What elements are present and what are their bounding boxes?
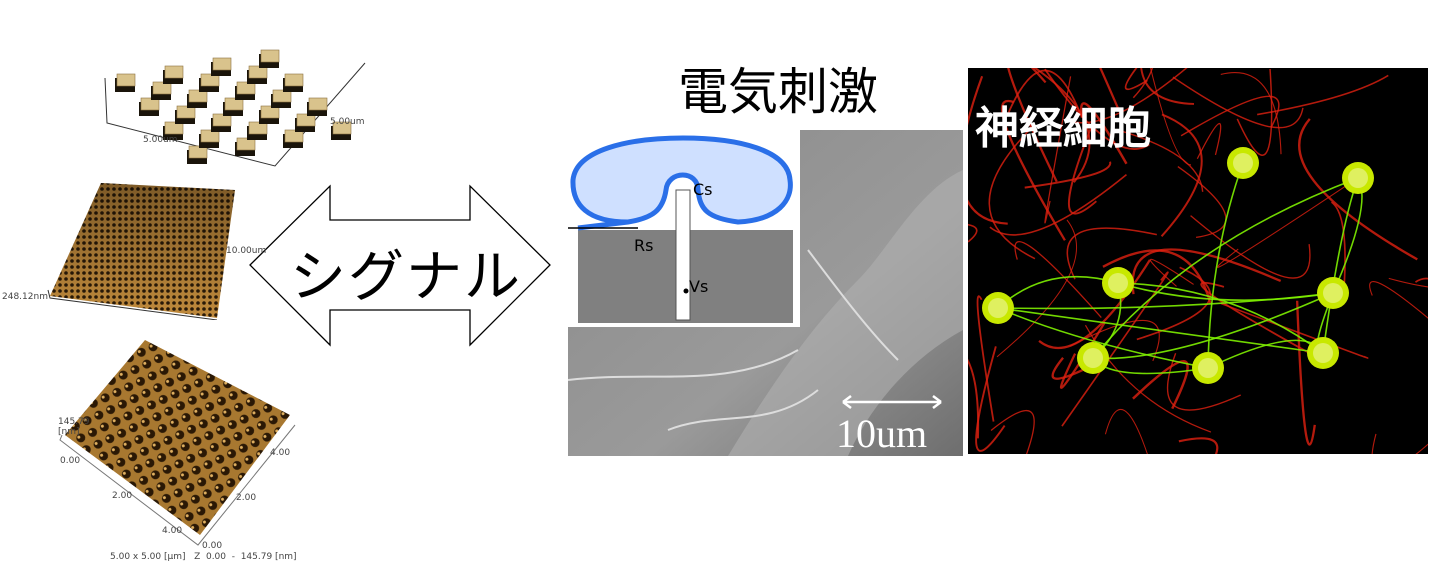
scale-bar-icon: [842, 395, 942, 409]
neuron-image: [968, 68, 1428, 454]
afm-middle-image: [47, 183, 235, 320]
afm-bottom-z-min: 0.00: [60, 456, 81, 466]
afm-bottom-y-tick: 0.00: [202, 541, 223, 551]
neuron-label: 神経細胞: [975, 103, 1151, 154]
afm-bottom-y-tick: 4.00: [270, 448, 291, 458]
afm-top-image: [104, 49, 366, 167]
afm-middle-x-label: 10.00um: [226, 246, 267, 256]
afm-bottom-image: [59, 340, 296, 546]
resistance-label: Rs: [634, 236, 654, 255]
afm-middle-z-label: 248.12nm: [2, 292, 48, 302]
capacitance-label: Cs: [693, 180, 713, 199]
electrical-stimulation-title: 電気刺激: [678, 63, 878, 121]
voltage-source-label: Vs: [689, 277, 709, 296]
double-arrow-icon: [249, 184, 551, 347]
scale-bar-label: 10um: [836, 411, 928, 456]
afm-top-x-label: 5.00um: [143, 135, 178, 145]
afm-bottom-x-tick: 2.00: [112, 491, 133, 501]
signal-label: シグナル: [290, 245, 522, 310]
afm-bottom-x-tick: 4.00: [162, 526, 183, 536]
afm-bottom-z-max: 145.79: [58, 417, 90, 427]
afm-top-y-label: 5.00um: [330, 117, 365, 127]
electrode-circuit-diagram: [568, 130, 800, 327]
afm-bottom-y-tick: 2.00: [236, 493, 257, 503]
afm-bottom-z-unit: [nm]: [58, 427, 80, 437]
afm-bottom-caption: 5.00 x 5.00 [µm] Z 0.00 - 145.79 [nm]: [110, 552, 297, 562]
